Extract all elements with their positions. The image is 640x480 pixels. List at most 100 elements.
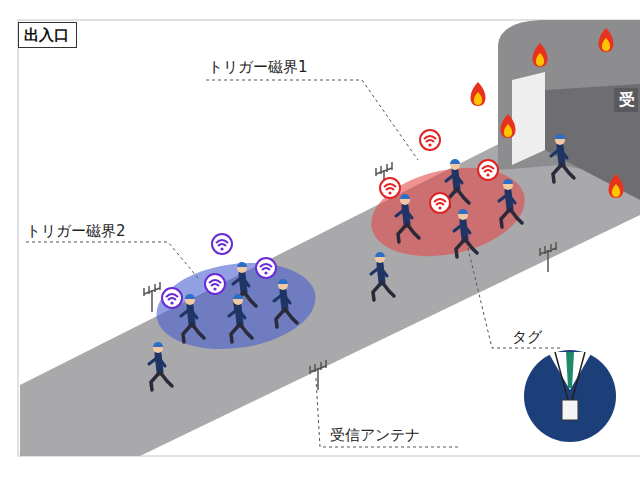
flame-outer [501,114,516,138]
arms [446,174,462,183]
lanyard [555,352,585,400]
cap [185,294,195,299]
badge-circle [524,350,616,442]
head [400,195,410,205]
arms [149,357,165,366]
arms [181,309,197,318]
badge [524,350,616,442]
person [396,194,419,242]
cap [458,209,468,214]
arms [274,294,290,303]
head [555,135,565,145]
antenna [144,282,160,312]
person [233,262,256,310]
node-text: 受 [619,90,633,110]
leader-line [206,80,418,160]
cap [450,159,460,164]
flame-inner [602,38,610,51]
shirt [548,352,592,390]
signal-waves [209,280,221,286]
head [185,295,195,305]
tie [566,352,574,388]
legs [448,189,469,207]
signal-circle [256,258,276,278]
cap [503,179,513,184]
flame-inner [536,53,544,66]
sign-box: 受 [614,88,638,112]
legs [183,324,204,342]
signal-dot [220,247,223,250]
signal-waves [166,294,178,300]
frame [18,20,640,456]
cap [278,279,288,284]
flame-outer [609,174,624,198]
person [229,294,252,342]
cap [153,342,163,347]
signal-waves [260,264,272,270]
entrance-label-box: 出入口 [18,22,77,48]
arms [233,277,249,286]
head [450,160,460,170]
field-label: トリガー磁界2 [26,222,126,240]
tag-signal-icon [205,274,225,294]
antenna [310,360,326,390]
id-tag [562,400,578,420]
legs [373,282,394,300]
signal-dot [213,287,216,290]
person [149,342,172,390]
head [458,210,468,220]
trigger-field-1 [363,155,533,270]
tag-signal-icon [380,178,400,198]
arms [551,149,567,158]
signal-waves [434,199,446,205]
signal-dot [486,173,489,176]
arms [229,309,245,318]
signal-circle [430,193,450,213]
head [503,180,513,190]
tag-signal-icon [212,234,232,254]
signal-circle [420,130,440,150]
legs [151,372,172,390]
antenna-stroke [310,360,326,390]
signal-waves [424,136,436,142]
doorway [545,84,640,200]
signal-circle [205,274,225,294]
flame-inner [504,124,512,137]
head [153,343,163,353]
leader-lines [26,80,560,447]
head [237,263,247,273]
fire [501,114,516,138]
signal-waves [216,240,228,246]
legs [276,309,297,327]
cap [233,294,243,299]
person [181,294,204,342]
legs [553,164,574,182]
arms [499,194,515,203]
tag-signal-icon [478,160,498,180]
signal-waves [384,184,396,190]
leader-line [466,240,560,348]
flame-outer [599,28,614,52]
fire [609,174,624,198]
arms [396,209,412,218]
antenna [540,242,556,272]
legs [456,239,477,257]
antenna-stroke [144,282,160,312]
fire [471,82,486,106]
person [551,134,574,182]
field-label: トリガー磁界1 [208,58,308,76]
person [454,209,477,257]
arms [454,224,470,233]
head [233,295,243,305]
building [498,20,640,200]
tag-signal-icon [420,130,440,150]
legs [501,209,522,227]
signal-circle [212,234,232,254]
flame-outer [471,82,486,106]
tag-signal-icon [430,193,450,213]
tag-label: タグ [512,328,542,346]
signal-circle [380,178,400,198]
person [274,279,297,327]
